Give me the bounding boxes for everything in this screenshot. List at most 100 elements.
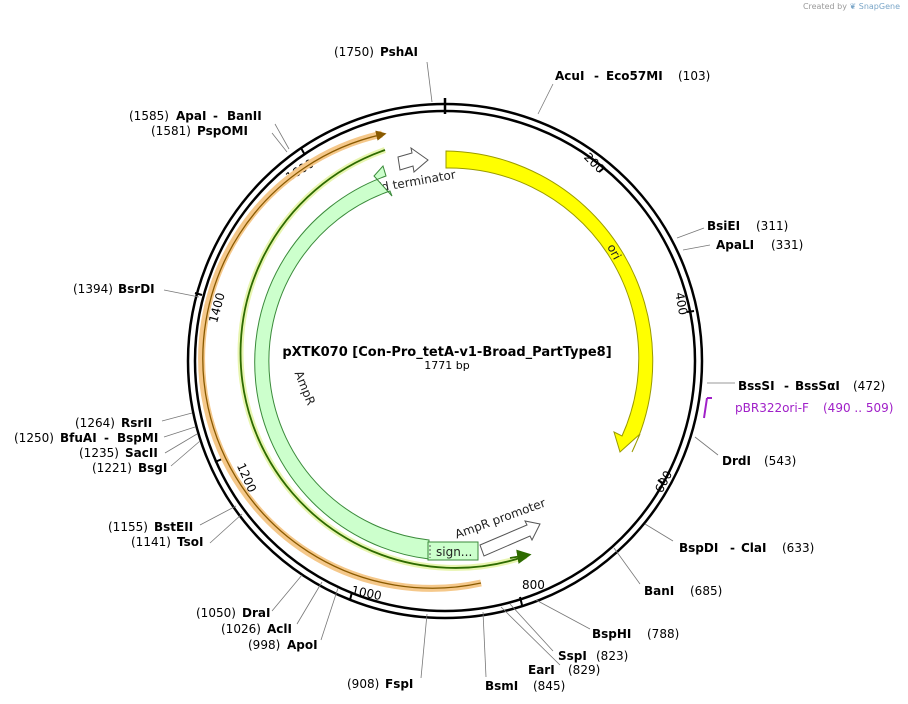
site-number: (1155) (108, 520, 148, 534)
site-number: (311) (756, 219, 788, 233)
site-bsgi[interactable]: (1221) BsgI (92, 461, 167, 475)
site-name: BfuAI (60, 431, 97, 445)
site-number: (788) (647, 627, 679, 641)
feature-fd-terminator[interactable]: fd terminator (376, 146, 457, 195)
site-bani[interactable]: BanI (685) (644, 584, 722, 598)
leader-bsmi (482, 611, 487, 678)
plasmid-name: pXTK070 [Con-Pro_tetA-v1-Broad_PartType8… (282, 345, 611, 360)
site-bsssi[interactable]: BssSI - BssSαI (472) (738, 379, 885, 393)
site-name: EarI (528, 663, 555, 677)
site-bsrdi[interactable]: (1394) BsrDI (73, 282, 155, 296)
signal-box[interactable] (427, 541, 479, 561)
tick-400 (686, 310, 695, 313)
site-rsrii[interactable]: (1264) RsrII (75, 416, 152, 430)
site-bsmi[interactable]: BsmI (845) (485, 679, 565, 693)
site-apali[interactable]: ApaLI (331) (716, 238, 803, 252)
primer-binding-arc (198, 130, 532, 592)
site-number: (1235) (79, 446, 119, 460)
site-bfuai[interactable]: (1250) BfuAI - BspMI (14, 431, 158, 445)
site-number: (908) (347, 677, 379, 691)
site-pspomi[interactable]: (1581) PspOMI (151, 124, 248, 138)
leader-fspi (420, 613, 428, 679)
leader-pspomi (271, 132, 288, 153)
site-name: AclI (267, 622, 292, 636)
site-bspdi[interactable]: BspDI - ClaI (633) (679, 541, 814, 555)
site-bsteii[interactable]: (1155) BstEII (108, 520, 193, 534)
site-name: ApaLI (716, 238, 754, 252)
site-name: BspDI (679, 541, 718, 555)
credit-prefix: Created by (802, 2, 847, 11)
marker-arc-head (509, 549, 532, 564)
site-apai[interactable]: (1585) ApaI - BanII (129, 109, 262, 123)
leader-bsphi (535, 599, 591, 630)
site-tsoi[interactable]: (1141) TsoI (131, 535, 203, 549)
site-name: RsrII (121, 416, 152, 430)
site-drai[interactable]: (1050) DraI (196, 606, 270, 620)
ampr-arrow[interactable] (254, 165, 430, 560)
site-name: BssSI (738, 379, 775, 393)
signal-label: sign... (436, 545, 472, 559)
site-sacii[interactable]: (1235) SacII (79, 446, 158, 460)
site-acli[interactable]: (1026) AclI (221, 622, 292, 636)
site-number: (103) (678, 69, 710, 83)
tick-label-400: 400 (672, 291, 690, 316)
site-acui[interactable]: AcuI - Eco57MI (103) (555, 69, 710, 83)
leader-sspi (509, 603, 554, 652)
ori-label: ori (604, 242, 624, 262)
site-bsiei[interactable]: BsiEI (311) (707, 219, 788, 233)
site-name: PspOMI (197, 124, 248, 138)
leader-apai (274, 123, 290, 150)
site-apoi[interactable]: (998) ApoI (248, 638, 318, 652)
site-number: (1026) (221, 622, 261, 636)
site-number: (1221) (92, 461, 132, 475)
fd-terminator-arrow[interactable] (397, 146, 429, 173)
tick-1400 (194, 292, 203, 296)
tick-1000 (349, 591, 353, 601)
tick-1600 (300, 147, 306, 156)
marker-arc-line (239, 149, 527, 569)
site-bsphi[interactable]: BspHI (788) (592, 627, 679, 641)
leader-bsrdi (163, 289, 200, 298)
site-separator: - (104, 431, 109, 445)
site-name-2: ClaI (741, 541, 766, 555)
site-number: (1750) (334, 45, 374, 59)
site-drdi[interactable]: DrdI (543) (722, 454, 796, 468)
site-name-2: BssSαI (795, 379, 840, 393)
plasmid-length: 1771 bp (424, 359, 469, 372)
ori-arrow[interactable] (445, 150, 654, 453)
site-fspi[interactable]: (908) FspI (347, 677, 413, 691)
site-name: TsoI (177, 535, 203, 549)
site-name: BsiEI (707, 219, 740, 233)
site-number: (1581) (151, 124, 191, 138)
snapgene-logo-icon: ❦ (849, 2, 857, 11)
site-name: ApaI (176, 109, 206, 123)
leader-sacii (164, 433, 198, 454)
site-number: (1585) (129, 109, 169, 123)
site-sspi[interactable]: SspI (823) (558, 649, 628, 663)
primer-pbr322ori-f[interactable]: pBR322ori-F (490 .. 509) (703, 397, 893, 419)
site-number: (543) (764, 454, 796, 468)
tick-800 (519, 596, 523, 606)
site-pshai[interactable]: (1750) PshAI (334, 45, 418, 59)
site-number: (845) (533, 679, 565, 693)
feature-signal[interactable]: sign... (427, 541, 479, 561)
leader-apoi (320, 587, 339, 641)
leader-bani (613, 547, 641, 585)
site-eari[interactable]: EarI (829) (528, 663, 600, 677)
ampr-promoter-arrow[interactable] (479, 520, 541, 557)
site-separator: - (730, 541, 735, 555)
site-number: (998) (248, 638, 280, 652)
site-name-2: BspMI (117, 431, 158, 445)
site-number: (331) (771, 238, 803, 252)
site-name: BstEII (154, 520, 193, 534)
ampr-label: AmpR (292, 369, 318, 407)
site-number: (472) (853, 379, 885, 393)
site-name: DraI (242, 606, 270, 620)
primer-range: (490 .. 509) (823, 401, 893, 415)
site-name: PshAI (380, 45, 418, 59)
leader-drai (271, 574, 303, 612)
site-separator: - (784, 379, 789, 393)
feature-ori[interactable]: ori (445, 150, 654, 453)
leader-tsoi (209, 513, 243, 544)
